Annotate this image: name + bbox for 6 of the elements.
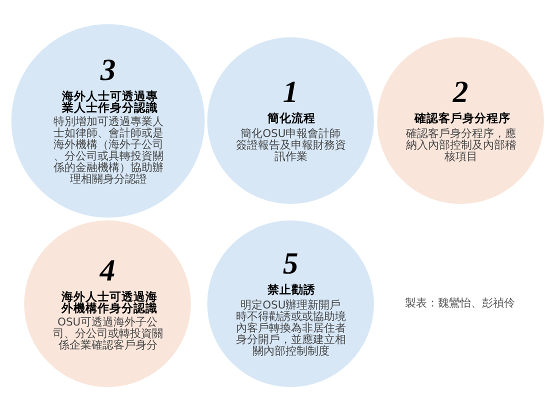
node-circle: 1 簡化流程 簡化OSU申報會計師簽證報告及申報財務資訊作業: [207, 36, 374, 204]
node-circle: 3 海外人士可透過專業人士作身分認識 特別增加可透過專業人士如律師、會計師或是海外機構（海外子公司、分公司或具轉投資關係的金融機構）協助辦理相關身分認證: [11, 24, 205, 218]
node-circle: 2 確認客戶身分程序 確認客戶身分程序，應納入內部控制及內部稽核項目: [377, 36, 544, 204]
label: 製表：魏鸞怡、彭禎伶: [405, 296, 516, 310]
node-circle: 5 禁止勸誘 明定OSU辦理新開戶時不得勸誘或或協助境內客戶轉換為非居住者身分開戶，並應建立相關內部控制制度: [207, 220, 374, 387]
node-circle: 4 海外人士可透過海外機構作身分認識 OSU可透過海外子公司、分公司或轉投資關係企業確認客戶身分: [24, 220, 191, 387]
